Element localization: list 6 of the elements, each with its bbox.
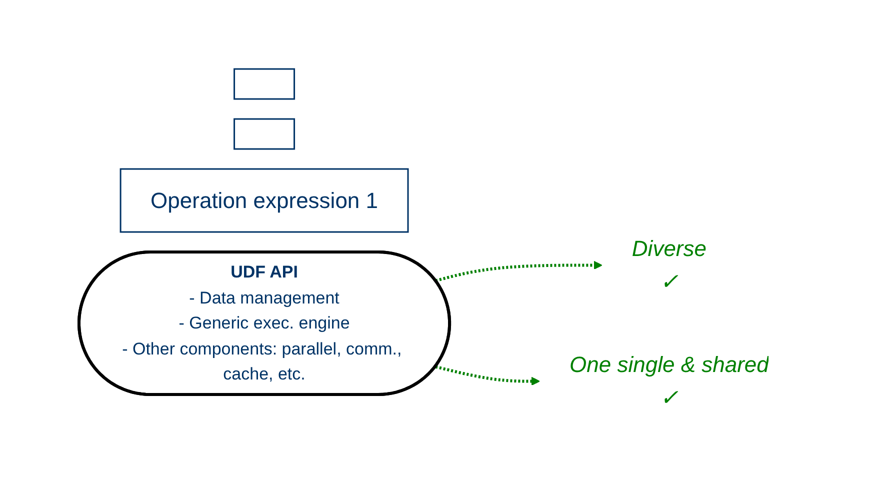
node-box xyxy=(233,68,295,100)
node-text: Diverse ✓ xyxy=(631,236,706,294)
arrow xyxy=(434,365,540,386)
node-box xyxy=(233,118,295,150)
arrow xyxy=(434,260,602,282)
node-box: Operation expression 1 xyxy=(119,168,408,233)
